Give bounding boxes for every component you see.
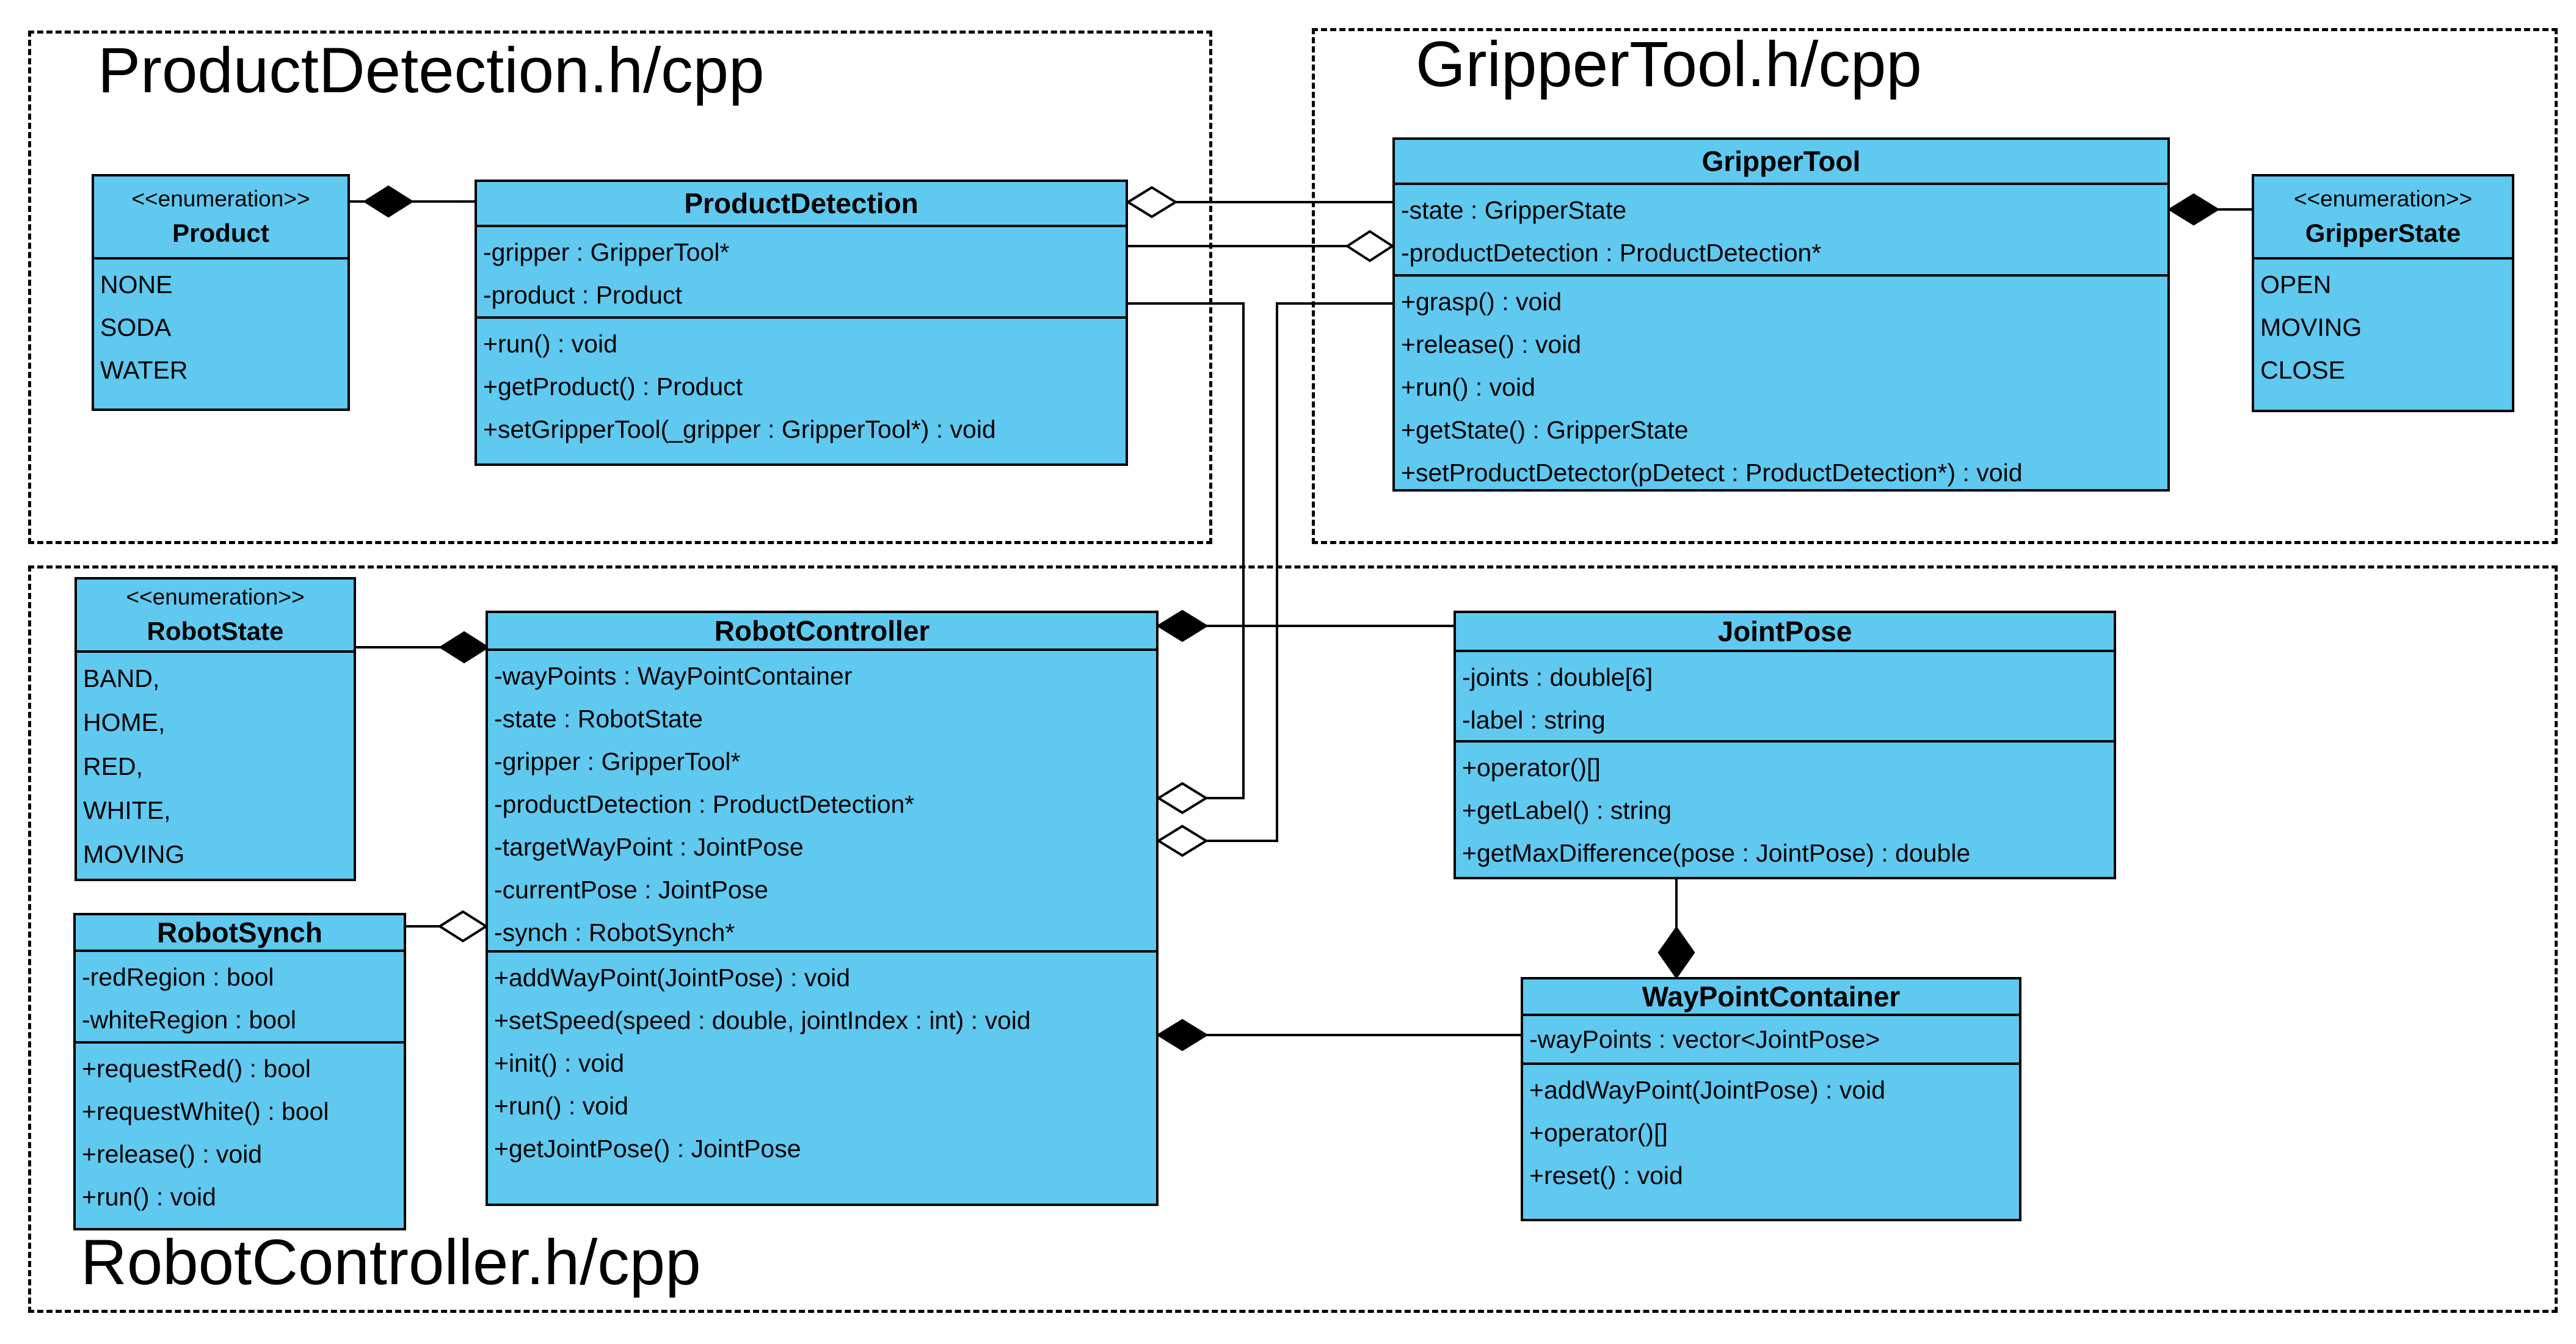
- member-text: +getLabel() : string: [1462, 796, 1672, 824]
- member-text: CLOSE: [2260, 356, 2345, 384]
- enum-name: Product: [172, 219, 269, 247]
- member-text: +grasp() : void: [1401, 288, 1562, 316]
- file-region-gripper-tool: [1312, 28, 2558, 544]
- operations-compartment: +addWayPoint(JointPose) : void +setSpeed(…: [488, 953, 1156, 1170]
- enum-stereotype: <<enumeration>>: [2293, 186, 2473, 211]
- member-text: HOME,: [83, 708, 166, 736]
- region-title-product-detection: ProductDetection.h/cpp: [98, 35, 765, 106]
- member-text: +run() : void: [82, 1183, 216, 1211]
- member-text: BAND,: [83, 664, 160, 692]
- member-text: +setGripperTool(_gripper : GripperTool*)…: [483, 415, 996, 443]
- region-title-gripper-tool: GripperTool.h/cpp: [1416, 29, 1922, 100]
- member-text: -productDetection : ProductDetection*: [1401, 239, 1822, 267]
- member-text: NONE: [100, 271, 173, 299]
- member-text: +operator()[]: [1462, 754, 1601, 782]
- member-text: +requestWhite() : bool: [82, 1097, 329, 1125]
- member-text: +operator()[]: [1529, 1119, 1668, 1147]
- class-robot-synch: RobotSynch -redRegion : bool -whiteRegion…: [73, 913, 406, 1230]
- class-product-enum: <<enumeration>> Product NONE SODA WATER: [92, 174, 350, 411]
- member-text: +release() : void: [82, 1140, 263, 1168]
- class-robot-controller: RobotController -wayPoints : WayPointCon…: [486, 611, 1159, 1206]
- file-region-product-detection: [28, 31, 1212, 544]
- member-text: -wayPoints : vector<JointPose>: [1529, 1025, 1880, 1053]
- member-text: -targetWayPoint : JointPose: [494, 833, 804, 861]
- class-name: RobotSynch: [76, 915, 404, 952]
- member-text: -productDetection : ProductDetection*: [494, 790, 915, 818]
- member-text: OPEN: [2260, 271, 2332, 299]
- member-text: +setProductDetector(pDetect : ProductDet…: [1401, 459, 2023, 487]
- member-text: -wayPoints : WayPointContainer: [494, 662, 853, 690]
- attributes-compartment: -state : GripperState -productDetection :…: [1395, 185, 2167, 277]
- enum-header: <<enumeration>> GripperState: [2254, 176, 2512, 260]
- member-text: -synch : RobotSynch*: [494, 918, 735, 946]
- operations-compartment: +run() : void +getProduct() : Product +set…: [477, 319, 1126, 451]
- member-text: +run() : void: [1401, 373, 1535, 401]
- operations-compartment: +operator()[] +getLabel() : string +getMax…: [1456, 743, 2114, 874]
- member-text: +getState() : GripperState: [1401, 416, 1689, 444]
- member-text: +requestRed() : bool: [82, 1055, 311, 1083]
- enum-stereotype: <<enumeration>>: [126, 584, 305, 609]
- enum-name: RobotState: [147, 617, 284, 645]
- class-gripper-tool: GripperTool -state : GripperState -produc…: [1392, 137, 2170, 492]
- member-text: +setSpeed(speed : double, jointIndex : i…: [494, 1006, 1031, 1034]
- class-joint-pose: JointPose -joints : double[6] -label : st…: [1454, 611, 2116, 879]
- operations-compartment: +grasp() : void +release() : void +run() :…: [1395, 277, 2167, 494]
- member-text: -state : GripperState: [1401, 196, 1627, 224]
- class-way-point-container: WayPointContainer -wayPoints : vector<Jo…: [1521, 977, 2021, 1221]
- member-text: -joints : double[6]: [1462, 663, 1653, 691]
- member-text: WATER: [100, 356, 188, 384]
- region-title-robot-controller: RobotController.h/cpp: [81, 1227, 701, 1298]
- member-text: +addWayPoint(JointPose) : void: [494, 964, 851, 992]
- file-region-robot-controller: [28, 565, 2558, 1313]
- member-text: -gripper : GripperTool*: [494, 747, 741, 776]
- class-gripper-state-enum: <<enumeration>> GripperState OPEN MOVING C…: [2252, 174, 2514, 412]
- member-text: -state : RobotState: [494, 705, 703, 733]
- enum-header: <<enumeration>> RobotState: [77, 579, 354, 653]
- member-text: +release() : void: [1401, 330, 1582, 358]
- member-text: +addWayPoint(JointPose) : void: [1529, 1076, 1886, 1104]
- class-name: RobotController: [488, 613, 1156, 651]
- attributes-compartment: -redRegion : bool -whiteRegion : bool: [76, 952, 404, 1044]
- member-text: +reset() : void: [1529, 1161, 1683, 1190]
- member-text: +run() : void: [494, 1092, 628, 1120]
- enum-literals: OPEN MOVING CLOSE: [2254, 260, 2512, 391]
- attributes-compartment: -joints : double[6] -label : string: [1456, 652, 2114, 743]
- member-text: RED,: [83, 752, 143, 780]
- enum-stereotype: <<enumeration>>: [131, 186, 310, 211]
- member-text: SODA: [100, 313, 172, 341]
- member-text: -gripper : GripperTool*: [483, 238, 730, 266]
- attributes-compartment: -wayPoints : WayPointContainer -state : R…: [488, 651, 1156, 953]
- class-product-detection: ProductDetection -gripper : GripperTool*…: [475, 180, 1128, 466]
- attributes-compartment: -wayPoints : vector<JointPose>: [1523, 1016, 2019, 1065]
- enum-literals: NONE SODA WATER: [94, 260, 347, 391]
- class-name: GripperTool: [1395, 140, 2167, 185]
- class-robot-state-enum: <<enumeration>> RobotState BAND, HOME, RED…: [75, 577, 356, 881]
- member-text: +getProduct() : Product: [483, 372, 743, 401]
- enum-name: GripperState: [2305, 219, 2461, 247]
- class-name: ProductDetection: [477, 182, 1126, 227]
- member-text: +getJointPose() : JointPose: [494, 1135, 801, 1163]
- member-text: +run() : void: [483, 330, 617, 358]
- member-text: +getMaxDifference(pose : JointPose) : do…: [1462, 839, 1971, 867]
- member-text: MOVING: [83, 840, 185, 868]
- member-text: -whiteRegion : bool: [82, 1006, 296, 1034]
- attributes-compartment: -gripper : GripperTool* -product : Produc…: [477, 227, 1126, 319]
- member-text: -currentPose : JointPose: [494, 876, 768, 904]
- operations-compartment: +requestRed() : bool +requestWhite() : bo…: [76, 1044, 404, 1218]
- member-text: +init() : void: [494, 1049, 625, 1077]
- member-text: WHITE,: [83, 796, 171, 824]
- enum-header: <<enumeration>> Product: [94, 176, 347, 260]
- member-text: -redRegion : bool: [82, 963, 274, 991]
- class-name: JointPose: [1456, 613, 2114, 652]
- member-text: -label : string: [1462, 706, 1606, 734]
- class-name: WayPointContainer: [1523, 979, 2019, 1016]
- enum-literals: BAND, HOME, RED, WHITE, MOVING: [77, 653, 354, 876]
- operations-compartment: +addWayPoint(JointPose) : void +operator(…: [1523, 1065, 2019, 1197]
- member-text: -product : Product: [483, 281, 682, 309]
- member-text: MOVING: [2260, 313, 2362, 341]
